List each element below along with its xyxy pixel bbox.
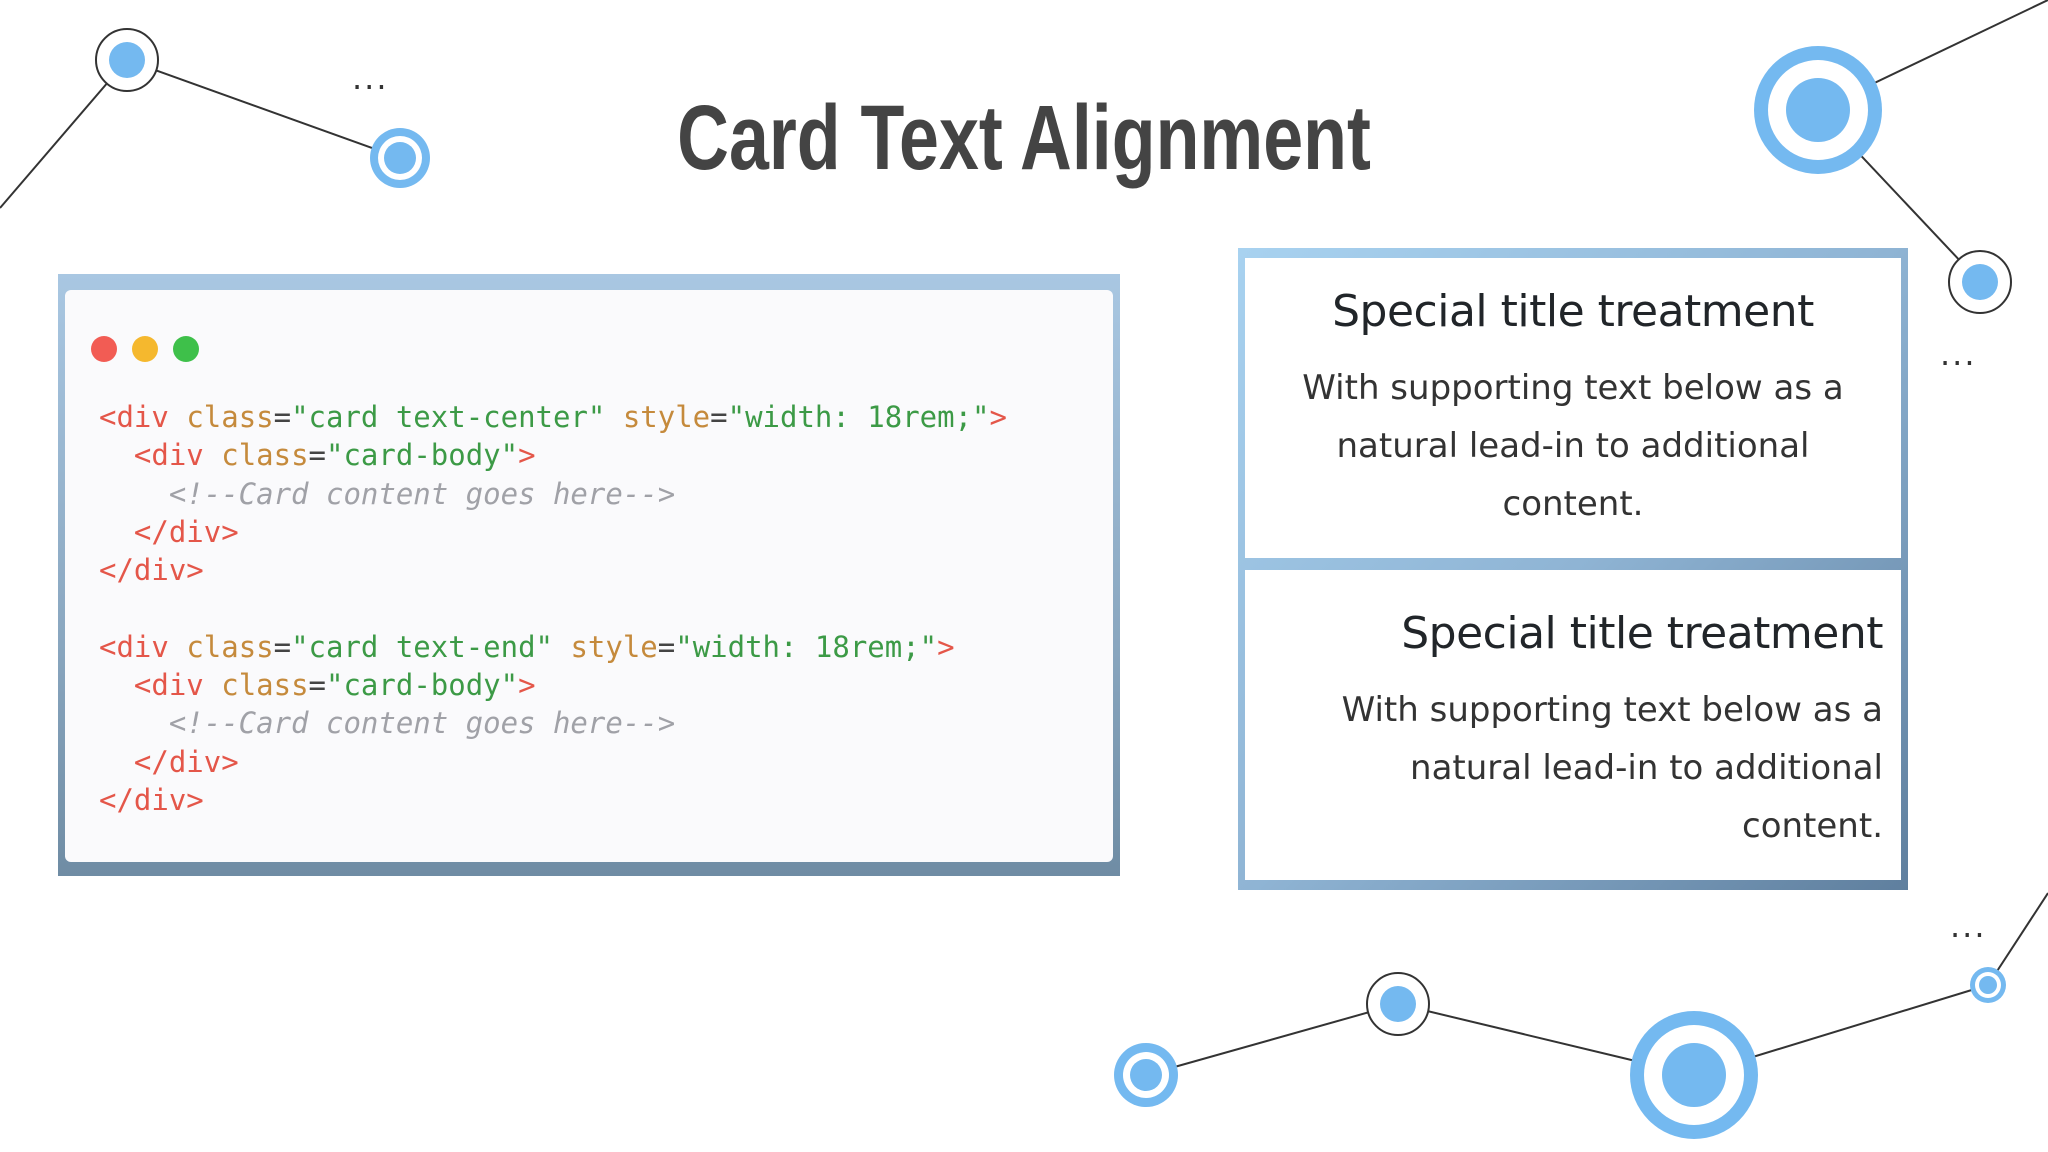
- code-line: <!--Card content goes here-->: [168, 706, 676, 741]
- node-bottom-large: [1630, 1011, 1758, 1139]
- node-bottom-middle-small: [1366, 972, 1430, 1036]
- code-line: <div class="card text-end" style="width:…: [99, 629, 955, 664]
- code-window-frame: <div class="card text-center" style="wid…: [58, 274, 1120, 876]
- card-text-end: Special title treatment With supporting …: [1245, 570, 1901, 880]
- node-top-left-small: [95, 28, 159, 92]
- card-preview-frame: Special title treatment With supporting …: [1238, 248, 1908, 890]
- card-text: With supporting text below as a natural …: [1341, 690, 1883, 846]
- code-window: <div class="card text-center" style="wid…: [65, 290, 1113, 862]
- slide-title: Card Text Alignment: [677, 87, 1371, 189]
- close-dot-icon: [91, 336, 117, 362]
- node-right-small: [1948, 250, 2012, 314]
- minimize-dot-icon: [132, 336, 158, 362]
- card-title: Special title treatment: [1401, 608, 1883, 659]
- code-line: <div class="card text-center" style="wid…: [99, 400, 1007, 434]
- code-line: <div class="card-body">: [133, 668, 536, 703]
- card-title: Special title treatment: [1332, 286, 1814, 337]
- ellipsis-decoration-bottom-right: ...: [1950, 907, 1987, 945]
- code-line: <div class="card-body">: [133, 438, 536, 473]
- card-text-center: Special title treatment With supporting …: [1245, 258, 1901, 558]
- code-snippet: <div class="card text-center" style="wid…: [99, 398, 1007, 819]
- code-line: </div>: [99, 553, 204, 588]
- maximize-dot-icon: [173, 336, 199, 362]
- code-line: <!--Card content goes here-->: [168, 476, 676, 511]
- node-bottom-left-ring: [1114, 1043, 1178, 1107]
- code-line: </div>: [99, 782, 204, 817]
- code-line: </div>: [133, 514, 239, 549]
- ellipsis-decoration-right: ...: [1940, 335, 1977, 373]
- ellipsis-decoration-top-left: ...: [352, 59, 389, 97]
- card-text: With supporting text below as a natural …: [1302, 368, 1844, 524]
- node-bottom-right-tiny: [1970, 967, 2006, 1003]
- code-line: </div>: [133, 744, 239, 779]
